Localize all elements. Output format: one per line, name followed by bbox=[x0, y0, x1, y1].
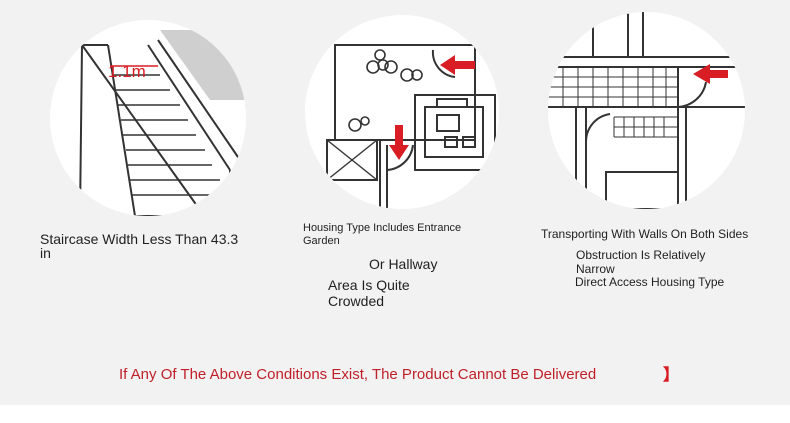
width-dimension-label: 1.1m bbox=[108, 62, 146, 81]
red-arrow-icon bbox=[440, 55, 475, 75]
entrance-garden-caption: Housing Type Includes Entrance Garden bbox=[303, 222, 462, 247]
door-swing-lower bbox=[386, 144, 414, 171]
narrow-obstruction-caption: Obstruction Is Relatively Narrow bbox=[576, 248, 706, 276]
upper-landing-floor bbox=[160, 30, 246, 100]
entrance-garden-floorplan-illustration bbox=[305, 15, 499, 209]
floorplan-drawing bbox=[326, 44, 496, 209]
staircase-caption: Staircase Width Less Than 43.3 in bbox=[40, 231, 239, 261]
red-bracket-icon: 】 bbox=[663, 367, 680, 384]
tiled-floor bbox=[548, 67, 678, 138]
staircase-illustration: 1.1m bbox=[50, 20, 246, 216]
door-swing bbox=[677, 81, 707, 108]
walls-both-sides-caption: Transporting With Walls On Both Sides bbox=[541, 227, 749, 241]
left-stair-wall bbox=[78, 41, 201, 216]
door-swing-upper bbox=[431, 49, 456, 78]
red-arrow-icon bbox=[693, 64, 728, 84]
narrow-corridor-walls-illustration bbox=[548, 12, 745, 209]
stair-steps bbox=[112, 74, 226, 196]
crowded-area-caption: Area Is Quite Crowded bbox=[328, 277, 410, 309]
conditions-panel: 1.1m bbox=[0, 0, 790, 405]
right-handrail-top bbox=[157, 39, 241, 161]
table bbox=[436, 114, 460, 132]
direct-access-housing-caption: Direct Access Housing Type bbox=[575, 275, 725, 289]
hallway-caption: Or Hallway bbox=[369, 256, 438, 272]
left-wall-edge bbox=[107, 44, 136, 216]
staircase-drawing: 1.1m bbox=[78, 30, 246, 216]
room-block bbox=[414, 94, 496, 171]
delivery-restriction-notice: If Any Of The Above Conditions Exist, Th… bbox=[119, 366, 597, 383]
garden-plants bbox=[348, 49, 423, 132]
corridor-drawing bbox=[548, 12, 745, 209]
right-handrail bbox=[147, 44, 231, 171]
red-arrow-icon bbox=[389, 125, 409, 160]
garden-wall bbox=[334, 44, 476, 141]
storage-box bbox=[326, 139, 378, 181]
